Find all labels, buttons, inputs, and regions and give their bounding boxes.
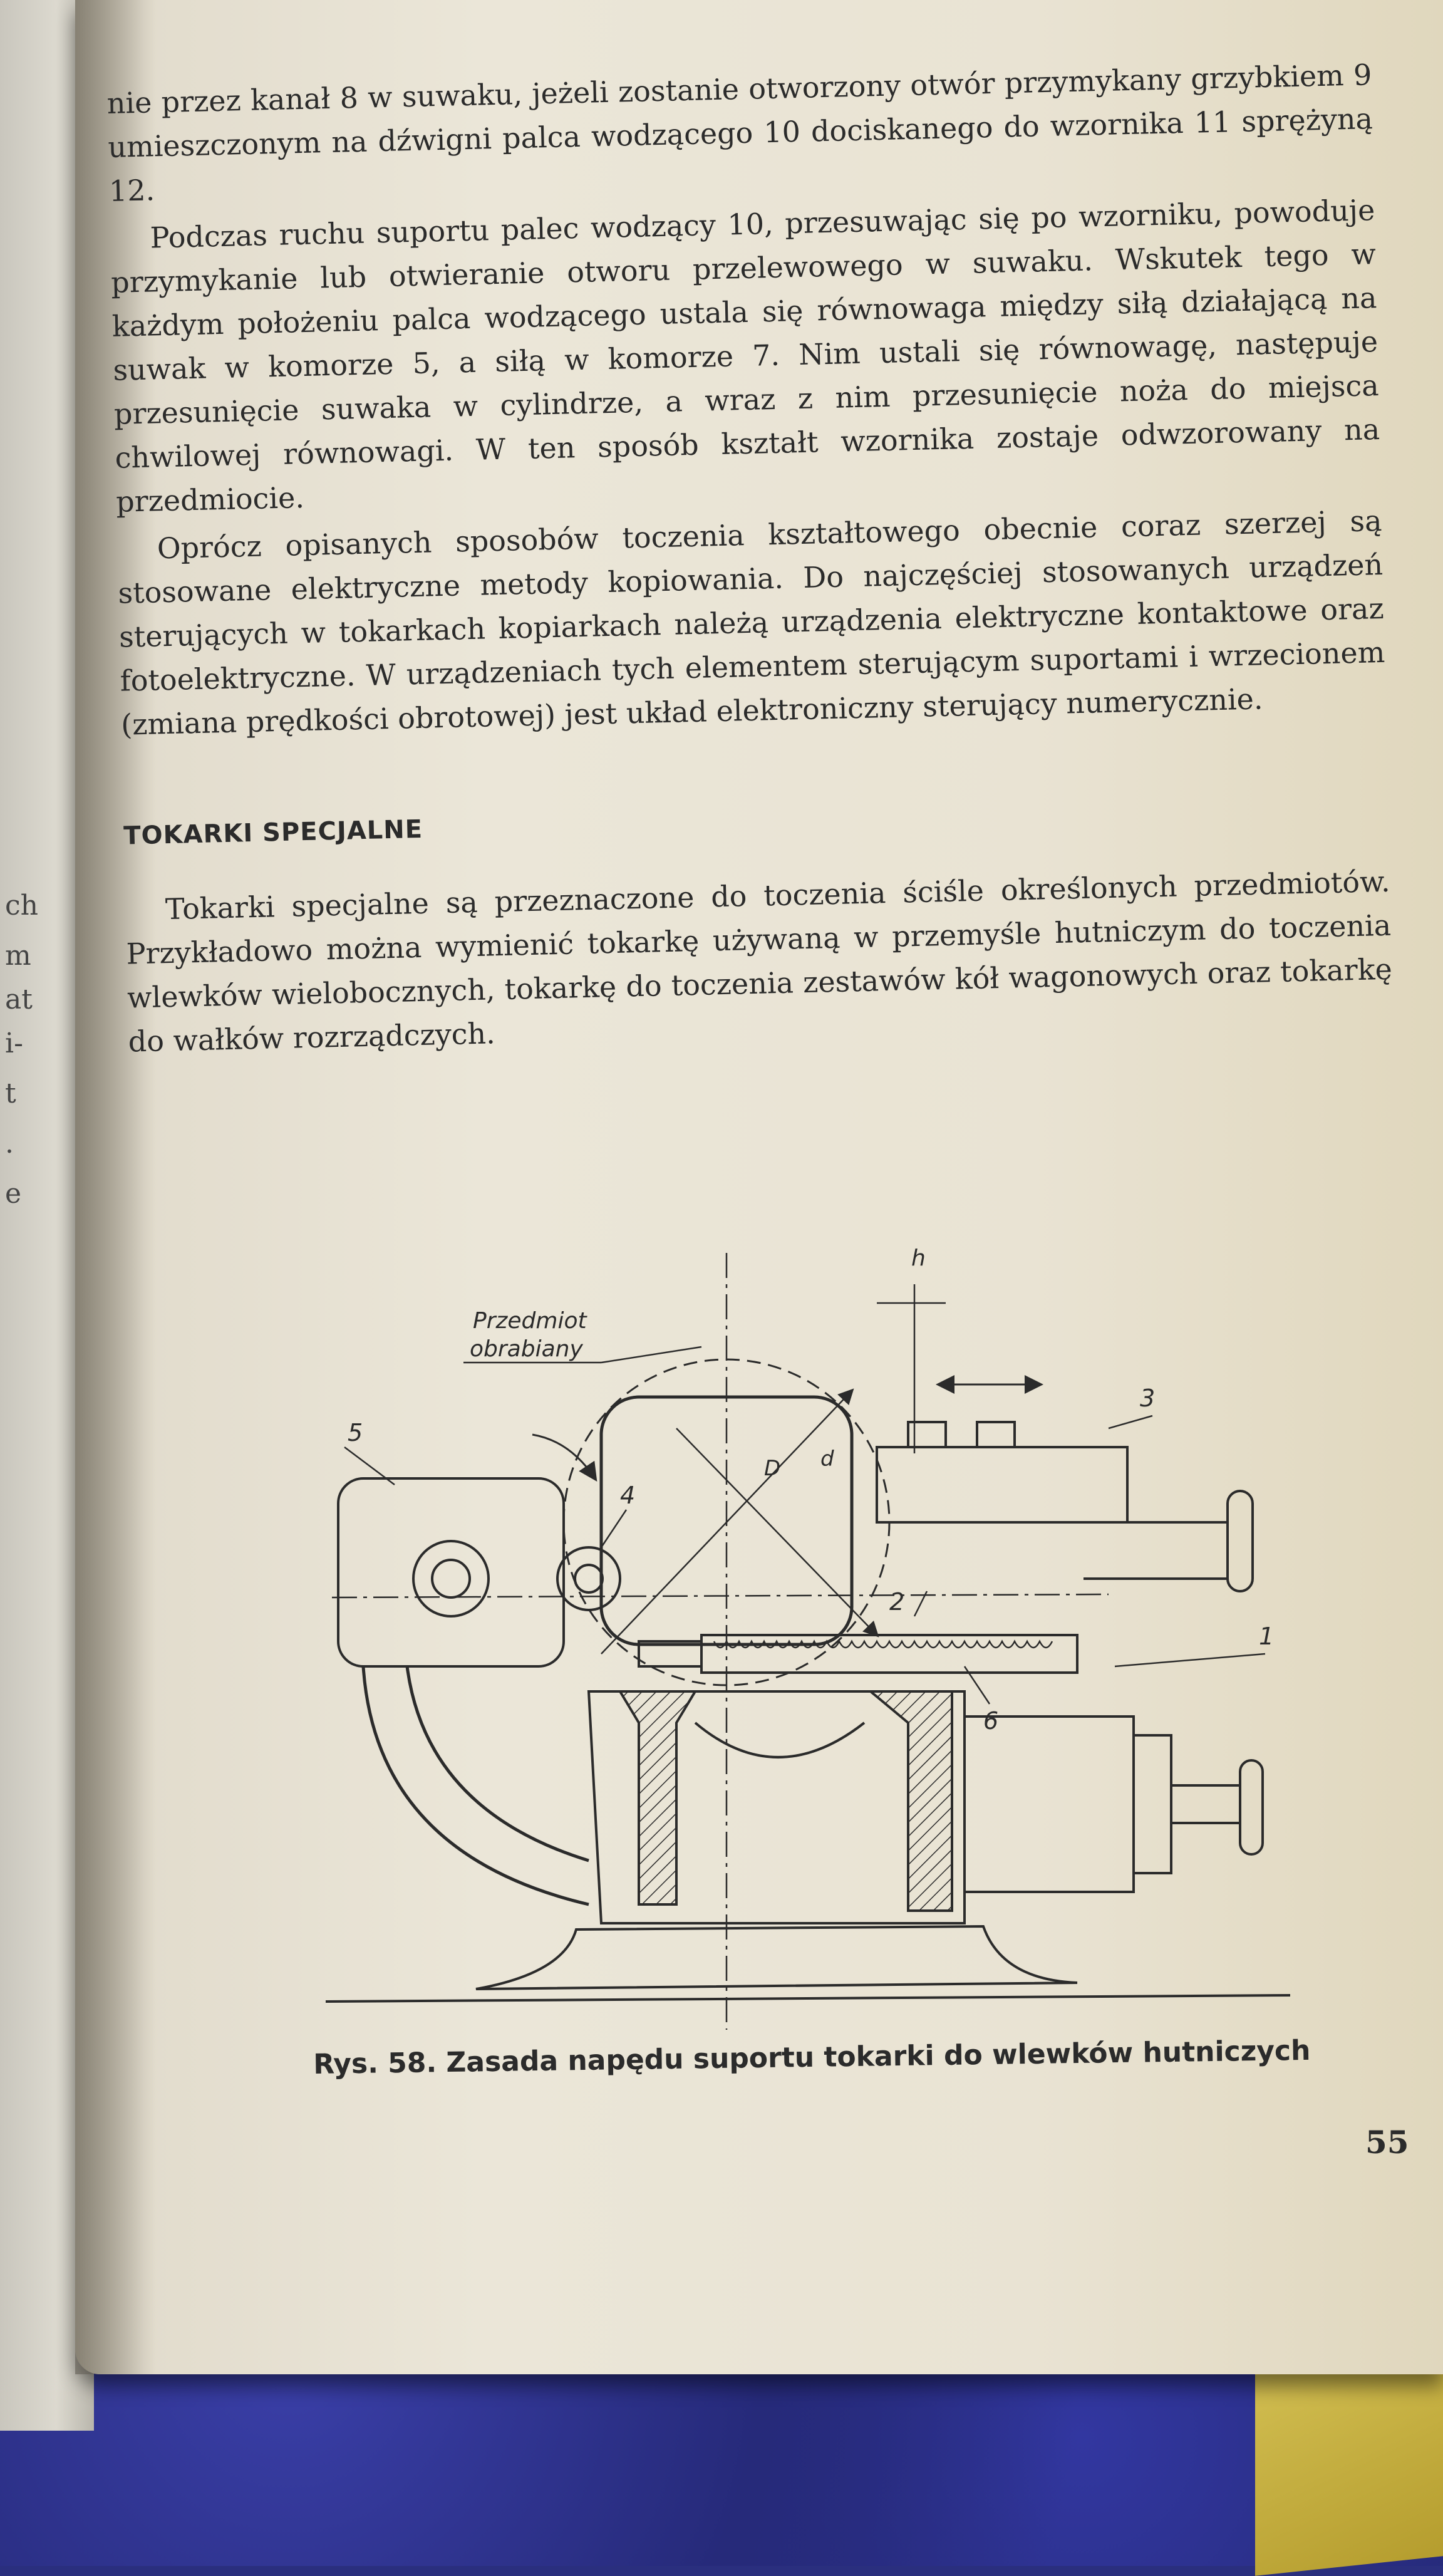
ground-line — [326, 1994, 1291, 2003]
machine-base — [475, 1924, 1078, 1990]
leader-2 — [913, 1591, 928, 1617]
bed-frame — [587, 1690, 966, 1924]
drive-housing — [337, 1477, 565, 1668]
page-number: 55 — [1365, 2124, 1409, 2161]
rotation-arrow — [532, 1433, 597, 1482]
gearbox — [963, 1715, 1135, 1893]
label-part-1: 1 — [1259, 1623, 1274, 1650]
gearbox-cover — [1132, 1734, 1172, 1874]
paragraph-continuation: nie przez kanał 8 w suwaku, jeżeli zosta… — [106, 58, 1373, 208]
clamp-bolt-1 — [907, 1421, 947, 1448]
figure-caption: Rys. 58. Zasada napędu suportu tokarki d… — [313, 2034, 1311, 2080]
drive-pipe-inner — [405, 1666, 589, 1862]
label-part-2: 2 — [889, 1588, 904, 1616]
margin-fragment: m — [5, 940, 31, 972]
leader-3 — [1108, 1415, 1153, 1430]
idler-pulley — [556, 1546, 621, 1611]
dimension-D-line — [601, 1388, 854, 1654]
leader-6 — [963, 1666, 991, 1705]
page-text: nie przez kanał 8 w suwaku, jeżeli zosta… — [106, 53, 1394, 1063]
margin-fragment: at — [5, 984, 33, 1015]
label-workpiece-line2: obrabiany — [470, 1336, 583, 1362]
leader-5 — [344, 1446, 395, 1485]
margin-fragment: e — [5, 1178, 22, 1210]
leadscrew-thread — [713, 1639, 1053, 1649]
axis-line — [331, 1593, 1109, 1599]
paragraph-special-lathes: Tokarki specjalne są przeznaczone do toc… — [125, 864, 1393, 1059]
leader-4 — [600, 1509, 628, 1548]
handwheel-lower — [1239, 1759, 1264, 1856]
workpiece-ingot — [599, 1395, 854, 1646]
idler-pulley-hub — [574, 1564, 604, 1594]
label-h: h — [911, 1245, 926, 1271]
label-part-5: 5 — [348, 1419, 363, 1446]
clamp-bolt-2 — [976, 1421, 1016, 1448]
label-part-6: 6 — [983, 1707, 998, 1735]
drive-pulley — [412, 1540, 490, 1618]
label-D: D — [764, 1456, 780, 1481]
label-d: d — [820, 1446, 834, 1472]
leader-1 — [1114, 1653, 1266, 1668]
lathe-diagram: D d h Przedmiot obrabiany 3 6 2 1 — [326, 1245, 1291, 2030]
paragraph-copying-motion: Podczas ruchu suportu palec wodzący 10, … — [110, 193, 1380, 519]
leadscrew-coupling — [638, 1640, 703, 1668]
label-part-3: 3 — [1140, 1384, 1155, 1412]
bed-hatch-right — [867, 1690, 953, 1912]
section-heading: TOKARKI SPECJALNE — [123, 814, 423, 851]
drive-pipe — [361, 1666, 589, 1906]
label-part-4: 4 — [620, 1482, 635, 1509]
book-page: nie przez kanał 8 w suwaku, jeżeli zosta… — [75, 0, 1443, 2374]
lower-shaft — [1170, 1784, 1241, 1824]
workpiece-leader — [601, 1346, 702, 1364]
bed-arch — [694, 1722, 866, 1758]
label-workpiece-line1: Przedmiot — [473, 1308, 588, 1334]
margin-fragment: . — [5, 1128, 14, 1160]
paragraph-electric-copying: Oprócz opisanych sposobów toczenia kszta… — [117, 503, 1385, 742]
dimension-d-line — [676, 1428, 879, 1638]
page-gutter-shadow — [75, 0, 157, 2374]
handwheel-upper — [1226, 1490, 1254, 1592]
margin-fragment: i- — [5, 1027, 23, 1059]
margin-fragment: ch — [5, 890, 38, 922]
margin-fragment: t — [5, 1078, 16, 1109]
drive-pulley-hub — [431, 1559, 471, 1599]
cross-slide — [1084, 1521, 1229, 1580]
bed-hatch-left — [618, 1690, 698, 1906]
tool-slide — [876, 1446, 1129, 1524]
